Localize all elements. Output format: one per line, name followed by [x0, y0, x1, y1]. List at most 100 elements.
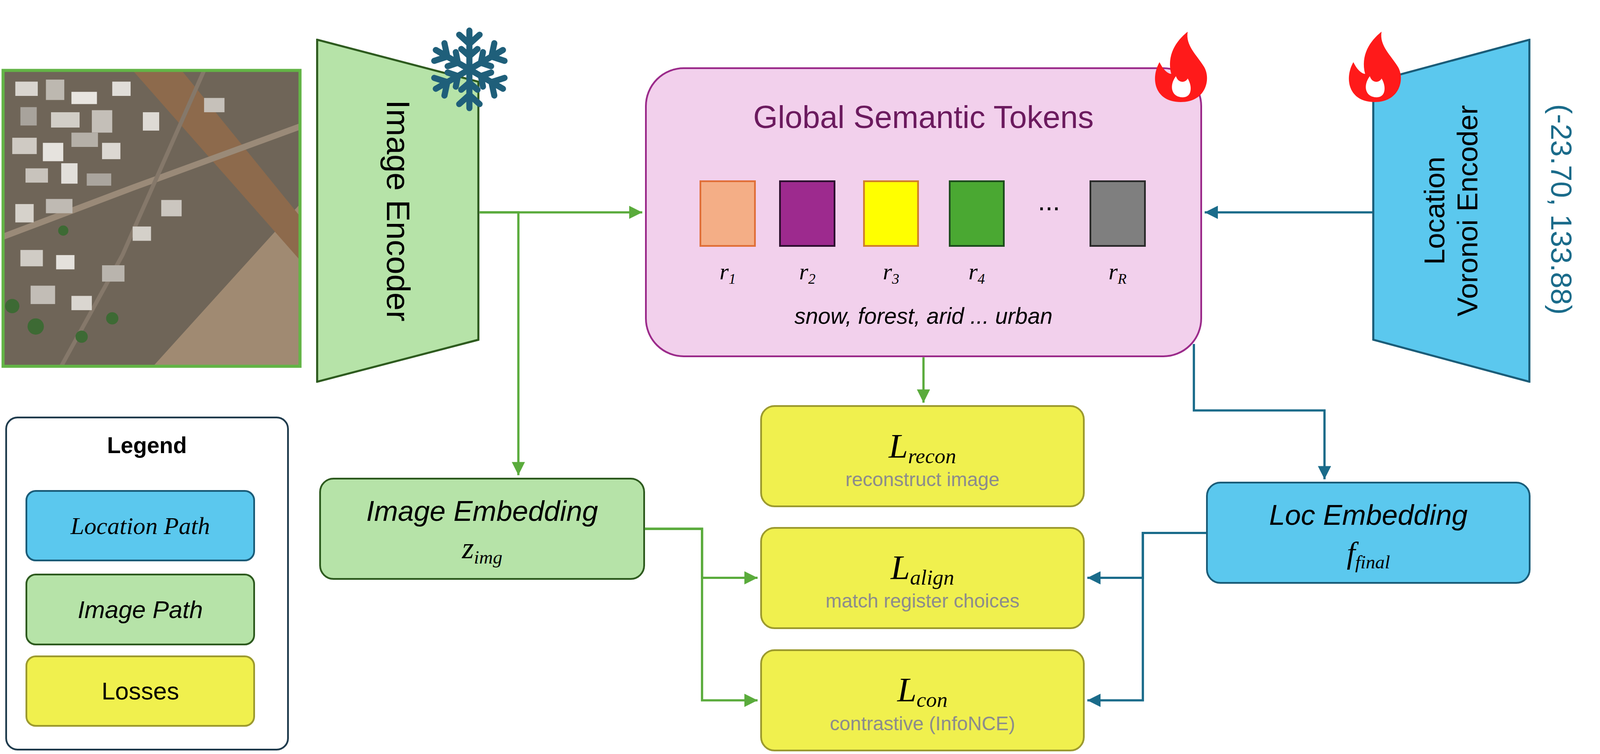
token-square: r4 [948, 180, 1006, 247]
subscript: recon [907, 443, 957, 468]
legend-label: Losses [101, 676, 179, 705]
image-building [102, 265, 125, 282]
flow-arrow [1087, 532, 1207, 578]
image-building [71, 132, 98, 147]
image-building [71, 91, 97, 105]
image-building [20, 249, 43, 267]
flow-arrow [479, 212, 519, 475]
ellipsis-label: ... [1038, 185, 1061, 217]
node-label: Image Embedding [320, 494, 643, 528]
encoder-outline [1373, 40, 1530, 382]
image-building [102, 142, 121, 160]
node-label: reconstruct image [761, 468, 1083, 491]
image-building [86, 173, 112, 186]
flow-arrow [922, 357, 925, 403]
flow-arrow [479, 211, 643, 214]
legend-swatch: Image Path [25, 573, 256, 645]
satellite-image [3, 70, 300, 367]
legend-label: Location Path [70, 511, 211, 540]
token-square: r2 [779, 180, 836, 247]
legend-swatch: Location Path [25, 489, 256, 562]
node-label: snow, forest, arid ... urban [646, 302, 1201, 329]
image-building [71, 295, 92, 310]
image-building [25, 168, 48, 183]
image-building [132, 226, 152, 241]
legend-swatch: Losses [25, 655, 256, 727]
image-building [161, 200, 182, 217]
image-tree [75, 330, 88, 343]
image-river [132, 70, 301, 260]
coordinate-label: (-23.70, 133.88) [1544, 103, 1579, 315]
token-panel: Global Semantic Tokens snow, forest, arid… [645, 67, 1203, 358]
image-frame [3, 70, 300, 367]
loss-box: Lconcontrastive (InfoNCE) [760, 648, 1085, 751]
image-building [15, 204, 34, 223]
node-label: r4 [950, 258, 1004, 286]
image-tree [58, 225, 69, 236]
image-road [61, 70, 205, 367]
image-building [42, 142, 63, 162]
node-label: r3 [864, 258, 918, 286]
image-ground [3, 70, 300, 367]
token-square: rR [1089, 180, 1146, 247]
image-building [142, 112, 160, 131]
node-label: Global Semantic Tokens [646, 98, 1201, 136]
node-label: rR [1091, 258, 1145, 286]
encoder-outline [317, 40, 479, 382]
loss-box: Lalignmatch register choices [760, 526, 1085, 629]
subscript: R [1117, 270, 1127, 287]
image-building [20, 107, 37, 126]
subscript: 1 [728, 270, 737, 287]
node-label: contrastive (InfoNCE) [761, 711, 1083, 735]
image-tree [5, 298, 20, 314]
subscript: con [916, 687, 948, 712]
subscript: 4 [977, 270, 986, 287]
legend-label: Image Path [77, 595, 204, 624]
image-building [91, 109, 113, 133]
node-label: ffinal [1207, 535, 1529, 571]
flow-arrow [645, 528, 758, 578]
image-building [15, 81, 38, 96]
node-label: Lcon [761, 669, 1083, 710]
subscript: align [910, 564, 955, 590]
snowflake-arm [464, 41, 509, 79]
flow-arrow [1204, 211, 1373, 214]
image-tree [27, 318, 44, 335]
encoder-trapezoid: Location Voronoi Encoder [1372, 38, 1531, 383]
token-square: r3 [863, 180, 920, 247]
image-field [153, 204, 300, 367]
snowflake-arm [459, 30, 480, 70]
encoder-trapezoid: Image Encoder [316, 38, 480, 383]
image-building [45, 198, 73, 213]
image-building [12, 137, 37, 154]
node-label: Image Encoder [379, 99, 417, 322]
token-square: r1 [699, 180, 756, 247]
subscript: img [473, 546, 503, 568]
loss-box: Lreconreconstruct image [760, 404, 1085, 507]
flow-arrow [645, 528, 758, 700]
subscript: final [1355, 551, 1390, 573]
node-label: Lalign [761, 546, 1083, 587]
image-building [56, 255, 75, 270]
node-label: r2 [780, 258, 834, 286]
image-building [61, 163, 78, 184]
subscript: 3 [892, 270, 900, 287]
node-label: Lrecon [761, 425, 1083, 466]
node-label: match register choices [761, 589, 1083, 613]
node-label: r1 [701, 258, 755, 286]
image-road [3, 126, 300, 237]
legend-title: Legend [106, 431, 187, 458]
image-tree [105, 312, 119, 325]
image-building [204, 98, 225, 113]
embedding-box: Image Embeddingzimg [319, 477, 645, 580]
embedding-box: Loc Embeddingffinal [1206, 481, 1531, 584]
image-building [45, 79, 65, 100]
node-label: Location Voronoi Encoder [1418, 105, 1485, 317]
image-building [30, 285, 56, 304]
subscript: 2 [808, 270, 816, 287]
flow-arrow [1087, 532, 1207, 700]
flow-arrow [1193, 343, 1325, 479]
image-building [112, 81, 131, 96]
node-label: zimg [320, 530, 643, 566]
